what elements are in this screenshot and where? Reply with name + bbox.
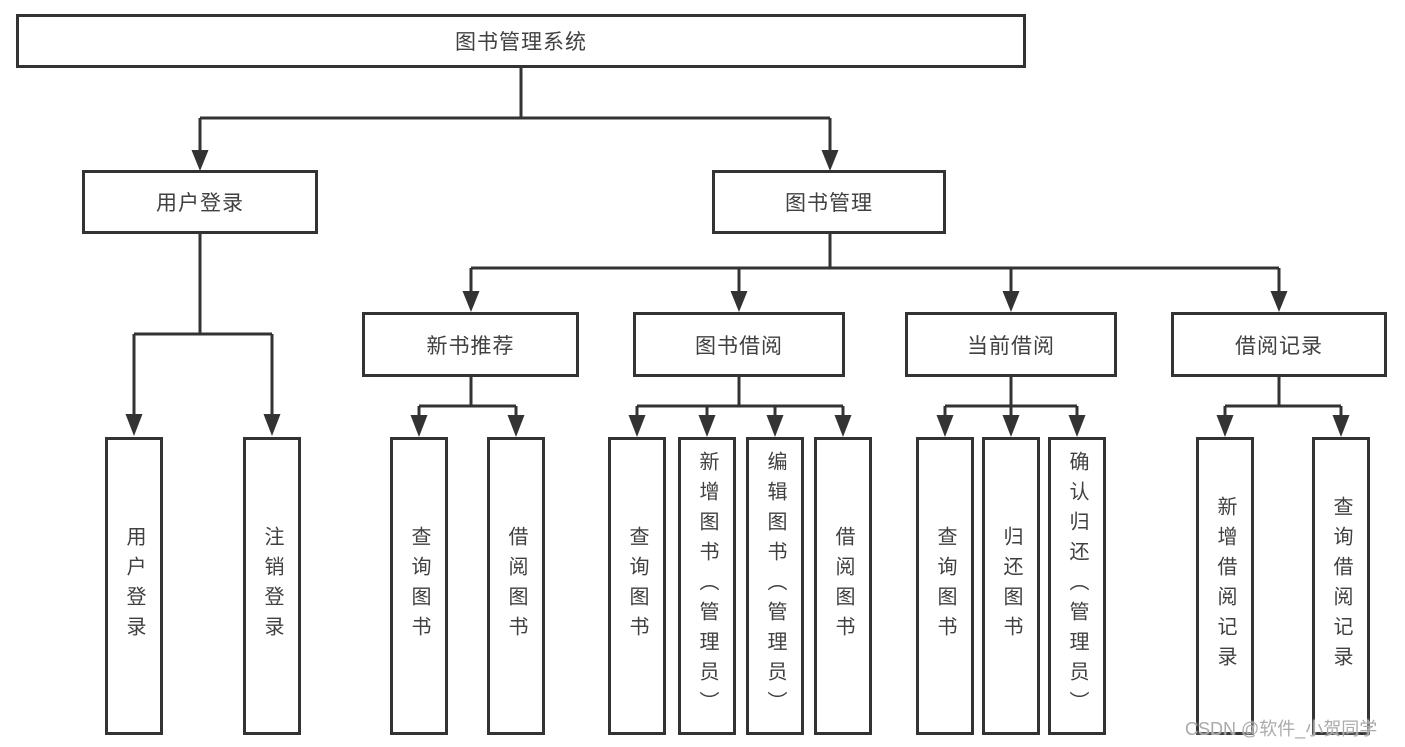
node-user-login-branch: 用户登录 [82,170,318,234]
leaf-query-books-recommend: 查询图书 [390,437,448,735]
csdn-watermark: CSDN @软件_小贺同学 [1185,719,1378,739]
leaf-borrow-books: 借阅图书 [814,437,872,735]
node-label: 借阅图书 [505,526,527,646]
node-label: 当前借阅 [967,334,1055,358]
leaf-confirm-return-admin: 确认归还（管理员） [1048,437,1106,735]
leaf-user-login: 用户登录 [105,437,163,735]
leaf-query-borrow-record: 查询借阅记录 [1312,437,1370,735]
node-label: 注销登录 [261,526,283,646]
leaf-query-books-borrowing: 查询图书 [608,437,666,735]
leaf-borrow-books-recommend: 借阅图书 [487,437,545,735]
leaf-return-books: 归还图书 [982,437,1040,735]
node-label: 归还图书 [1000,526,1022,646]
node-label: 用户登录 [123,526,145,646]
node-label: 新增图书（管理员） [696,451,718,721]
node-new-book-recommend: 新书推荐 [362,312,579,377]
node-label: 图书管理 [785,192,873,215]
node-label: 图书借阅 [695,334,783,358]
node-label: 新增借阅记录 [1214,496,1236,676]
node-label: 查询借阅记录 [1330,496,1352,676]
node-book-management: 图书管理 [712,170,946,234]
node-label: 新书推荐 [426,334,515,358]
node-label: 查询图书 [934,526,956,646]
node-label: 借阅记录 [1235,334,1323,358]
leaf-edit-books-admin: 编辑图书（管理员） [746,437,804,735]
node-library-management-system: 图书管理系统 [16,14,1026,68]
node-label: 借阅图书 [832,526,854,646]
node-label: 编辑图书（管理员） [764,451,786,721]
node-label: 查询图书 [626,526,648,646]
tree-edges [132,68,1343,420]
node-label: 图书管理系统 [455,31,587,54]
node-book-borrowing: 图书借阅 [633,312,845,377]
node-label: 查询图书 [408,526,430,646]
leaf-query-books-current: 查询图书 [916,437,974,735]
node-label: 确认归还（管理员） [1066,451,1088,721]
arrowheads [125,150,1350,437]
node-current-borrowing: 当前借阅 [905,312,1117,377]
leaf-logout: 注销登录 [243,437,301,735]
node-label: 用户登录 [156,192,244,215]
leaf-add-books-admin: 新增图书（管理员） [678,437,736,735]
node-borrowing-records: 借阅记录 [1171,312,1387,377]
leaf-add-borrow-record: 新增借阅记录 [1196,437,1254,735]
